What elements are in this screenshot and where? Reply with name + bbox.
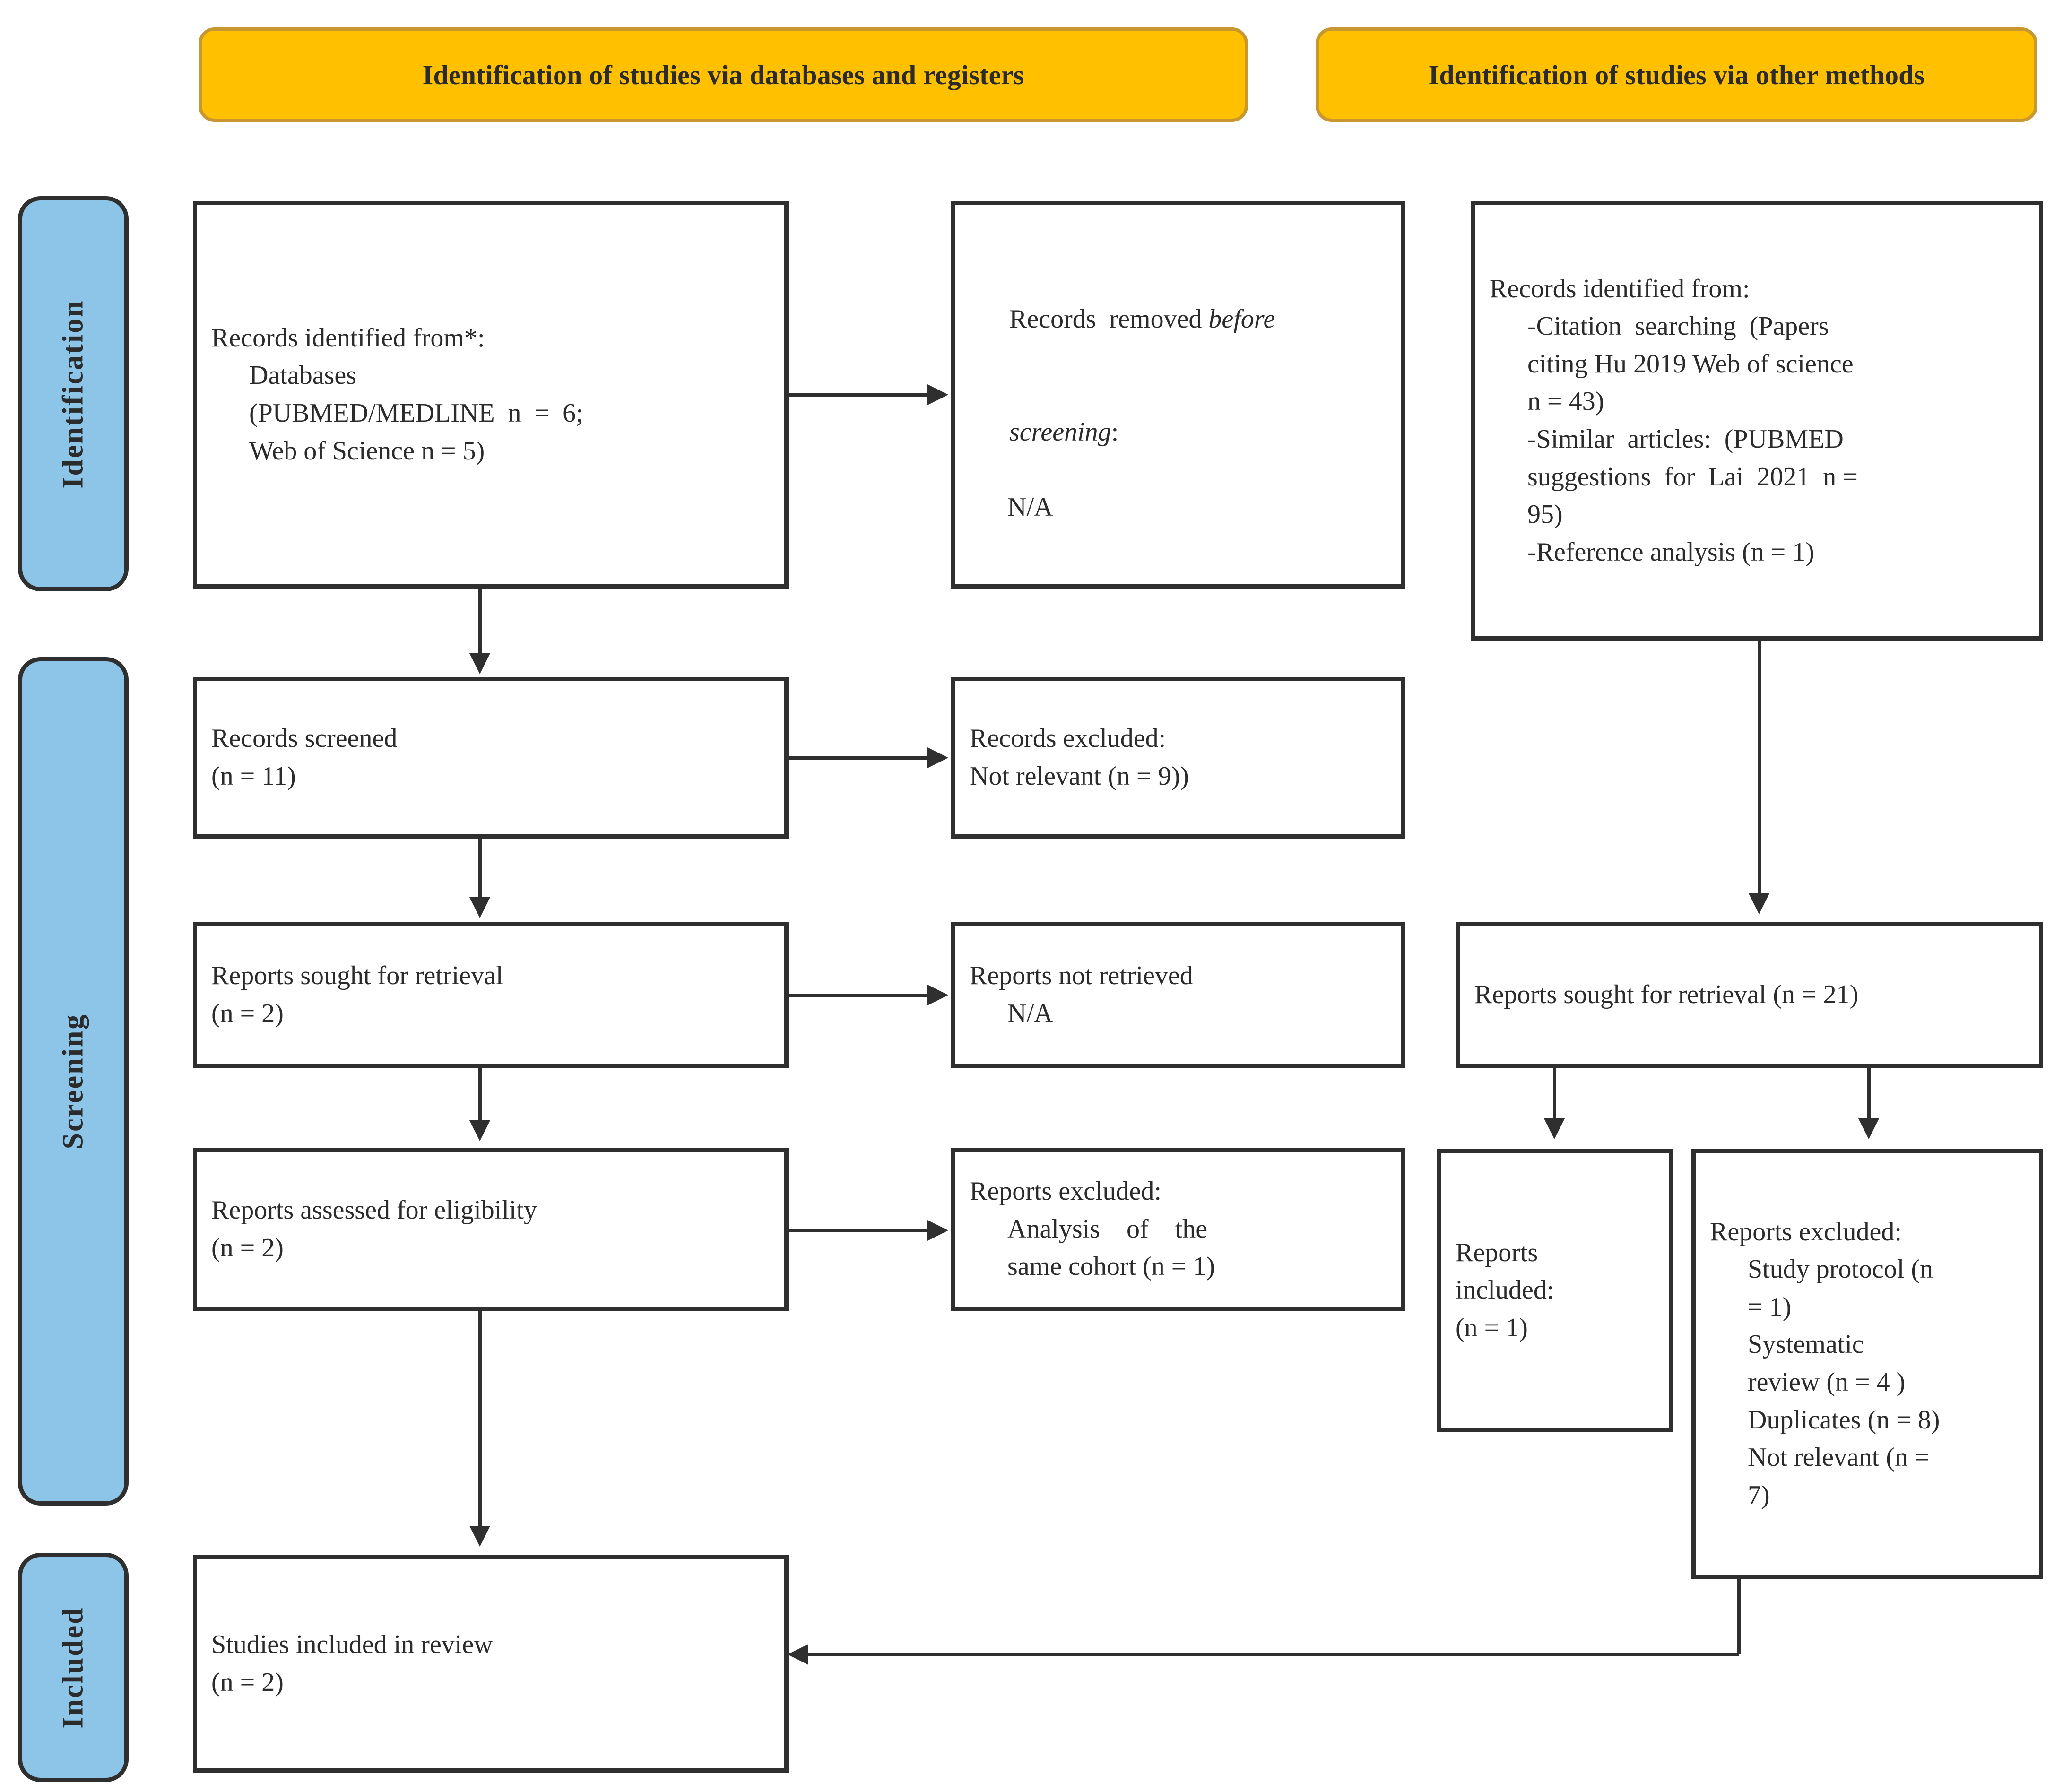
records-removed-line-3: N/A bbox=[1007, 492, 1053, 522]
banner-databases-registers-label: Identification of studies via databases … bbox=[422, 59, 1024, 90]
banner-other-methods: Identification of studies via other meth… bbox=[1316, 27, 2037, 122]
studies-included-line-2: (n = 2) bbox=[211, 1668, 284, 1697]
records-identified-other-line-5: -Similar articles: (PUBMED bbox=[1527, 424, 1844, 454]
box-records-removed-before-screening: Records removed before screening: N/A bbox=[951, 201, 1405, 589]
reports-included-line-2: included: bbox=[1456, 1275, 1554, 1305]
box-reports-excluded-other: Reports excluded: Study protocol (n = 1)… bbox=[1691, 1149, 2043, 1579]
arrowhead-sought-to-assessed bbox=[469, 1120, 490, 1141]
records-identified-db-line-4: Web of Science n = 5) bbox=[249, 436, 485, 466]
arrowhead-sought-other-to-included bbox=[1544, 1118, 1565, 1139]
reports-sought-db-line-2: (n = 2) bbox=[211, 999, 284, 1028]
connector-assessed-to-studies-included bbox=[478, 1311, 482, 1528]
reports-excluded-other-line-2: Study protocol (n bbox=[1748, 1255, 1933, 1284]
connector-sought-to-assessed bbox=[478, 1068, 482, 1123]
reports-excluded-other-line-7: Not relevant (n = bbox=[1748, 1443, 1930, 1472]
box-records-identified-other-methods: Records identified from: -Citation searc… bbox=[1471, 201, 2043, 641]
banner-databases-registers: Identification of studies via databases … bbox=[199, 27, 1248, 122]
reports-excluded-other-line-6: Duplicates (n = 8) bbox=[1748, 1405, 1940, 1435]
arrowhead-identified-to-removed bbox=[927, 384, 948, 405]
connector-excluded-other-left bbox=[808, 1653, 1739, 1656]
reports-excluded-db-line-3: same cohort (n = 1) bbox=[1007, 1252, 1215, 1281]
reports-not-retrieved-line-2: N/A bbox=[1007, 999, 1053, 1028]
records-excluded-line-1: Records excluded: bbox=[970, 724, 1166, 753]
connector-assessed-to-excluded-db bbox=[789, 1229, 930, 1232]
records-identified-other-line-3: citing Hu 2019 Web of science bbox=[1527, 349, 1854, 379]
box-records-excluded: Records excluded: Not relevant (n = 9)) bbox=[951, 677, 1405, 839]
phase-screening-label: Screening bbox=[57, 1013, 89, 1150]
arrowhead-assessed-to-excluded-db bbox=[927, 1220, 948, 1241]
connector-screened-to-sought bbox=[478, 839, 482, 900]
box-reports-sought-databases: Reports sought for retrieval (n = 2) bbox=[193, 922, 789, 1068]
reports-excluded-other-line-5: review (n = 4 ) bbox=[1748, 1368, 1906, 1397]
records-removed-plain-2: : bbox=[1111, 417, 1119, 447]
records-removed-line-1: Records removed before bbox=[970, 263, 1387, 376]
connector-sought-other-to-included bbox=[1553, 1068, 1556, 1120]
reports-assessed-line-1: Reports assessed for eligibility bbox=[211, 1195, 537, 1225]
arrowhead-screened-to-sought bbox=[469, 897, 490, 918]
reports-not-retrieved-line-1: Reports not retrieved bbox=[970, 961, 1193, 991]
arrowhead-excluded-other-to-studies-included bbox=[788, 1644, 808, 1665]
reports-assessed-line-2: (n = 2) bbox=[211, 1233, 284, 1263]
reports-excluded-other-line-1: Reports excluded: bbox=[1710, 1217, 1902, 1247]
connector-excluded-other-down bbox=[1737, 1579, 1741, 1654]
box-reports-excluded-databases: Reports excluded: Analysis of the same c… bbox=[951, 1148, 1405, 1311]
records-identified-db-line-1: Records identified from*: bbox=[211, 323, 485, 353]
box-records-identified-databases: Records identified from*: Databases (PUB… bbox=[193, 201, 789, 589]
box-reports-included-other: Reports included: (n = 1) bbox=[1437, 1149, 1673, 1432]
records-identified-other-line-4: n = 43) bbox=[1527, 387, 1604, 416]
records-excluded-line-2: Not relevant (n = 9)) bbox=[970, 762, 1189, 791]
phase-identification-label: Identification bbox=[57, 299, 89, 489]
arrowhead-identified-to-screened bbox=[469, 653, 490, 674]
records-removed-italic-1: before bbox=[1208, 304, 1275, 334]
phase-included-label: Included bbox=[57, 1606, 89, 1729]
reports-excluded-other-line-4: Systematic bbox=[1748, 1330, 1864, 1359]
box-studies-included-review: Studies included in review (n = 2) bbox=[193, 1555, 789, 1773]
connector-sought-other-to-excluded-other bbox=[1867, 1068, 1871, 1120]
connector-screened-to-excluded bbox=[789, 756, 930, 760]
records-removed-plain-1: Records removed bbox=[1009, 304, 1209, 334]
box-records-screened: Records screened (n = 11) bbox=[193, 677, 789, 839]
reports-included-line-3: (n = 1) bbox=[1456, 1313, 1528, 1342]
records-identified-other-line-7: 95) bbox=[1527, 500, 1563, 529]
phase-identification: Identification bbox=[18, 196, 129, 591]
banner-other-methods-label: Identification of studies via other meth… bbox=[1428, 59, 1925, 90]
records-identified-other-line-6: suggestions for Lai 2021 n = bbox=[1527, 462, 1858, 492]
arrowhead-assessed-to-studies-included bbox=[469, 1526, 490, 1547]
connector-identified-other-to-sought-other bbox=[1758, 641, 1761, 896]
reports-excluded-other-line-8: 7) bbox=[1748, 1480, 1770, 1510]
records-screened-line-2: (n = 11) bbox=[211, 762, 296, 791]
records-identified-db-line-2: Databases bbox=[249, 361, 357, 390]
reports-excluded-db-line-2: Analysis of the bbox=[1007, 1214, 1208, 1244]
records-identified-other-line-8: -Reference analysis (n = 1) bbox=[1527, 537, 1814, 567]
connector-sought-to-not-retrieved bbox=[789, 994, 930, 997]
arrowhead-sought-other-to-excluded-other bbox=[1858, 1118, 1879, 1139]
arrowhead-screened-to-excluded bbox=[927, 747, 948, 768]
reports-sought-other-line-1: Reports sought for retrieval (n = 21) bbox=[1474, 980, 1859, 1010]
reports-included-line-1: Reports bbox=[1456, 1238, 1538, 1267]
arrowhead-sought-to-not-retrieved bbox=[927, 985, 948, 1005]
reports-excluded-db-line-1: Reports excluded: bbox=[970, 1177, 1162, 1206]
reports-excluded-other-line-3: = 1) bbox=[1748, 1292, 1792, 1322]
records-identified-db-line-3: (PUBMED/MEDLINE n = 6; bbox=[249, 398, 583, 428]
phase-screening: Screening bbox=[18, 657, 129, 1506]
reports-sought-db-line-1: Reports sought for retrieval bbox=[211, 961, 503, 991]
records-identified-other-line-2: -Citation searching (Papers bbox=[1527, 312, 1829, 341]
studies-included-line-1: Studies included in review bbox=[211, 1630, 493, 1660]
box-reports-assessed-eligibility: Reports assessed for eligibility (n = 2) bbox=[193, 1148, 789, 1311]
box-reports-sought-other: Reports sought for retrieval (n = 21) bbox=[1456, 922, 2043, 1068]
phase-included: Included bbox=[18, 1553, 129, 1782]
records-removed-italic-2: screening bbox=[1009, 417, 1111, 447]
box-reports-not-retrieved: Reports not retrieved N/A bbox=[951, 922, 1405, 1068]
connector-identified-to-screened bbox=[478, 589, 482, 656]
records-removed-line-2: screening: bbox=[970, 376, 1387, 489]
arrowhead-identified-other-to-sought-other bbox=[1749, 893, 1769, 914]
connector-identified-to-removed bbox=[789, 393, 930, 397]
records-identified-other-line-1: Records identified from: bbox=[1490, 274, 1750, 303]
records-screened-line-1: Records screened bbox=[211, 724, 398, 753]
